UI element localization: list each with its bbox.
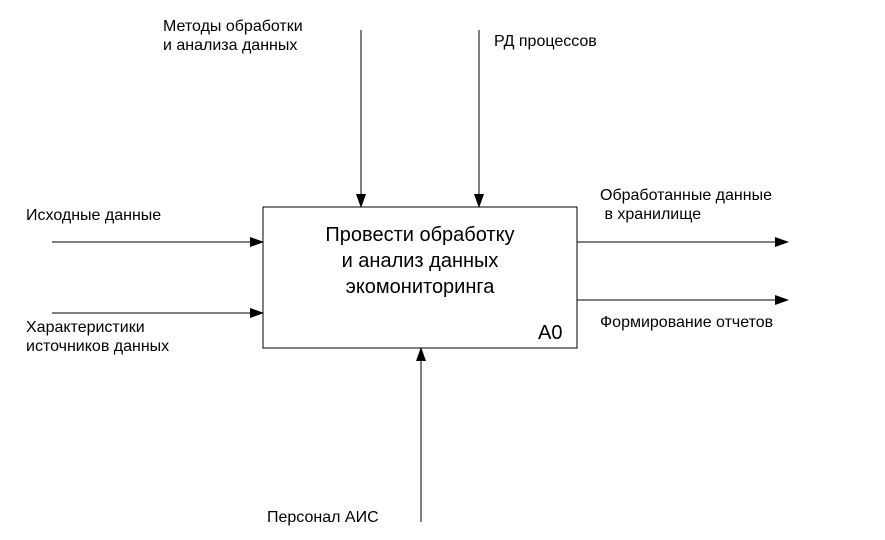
output-label-processed-data: Обработанные данные в хранилище	[600, 187, 772, 223]
control-label-rd: РД процессов	[494, 33, 597, 50]
function-box[interactable]	[262, 206, 578, 349]
input-label-source-data: Исходные данные	[26, 207, 162, 224]
output-label-reports: Формирование отчетов	[600, 314, 774, 331]
input-label-characteristics: Характеристики источников данных	[26, 319, 170, 355]
control-label-methods: Методы обработки и анализа данных	[163, 18, 303, 54]
function-id: A0	[538, 322, 563, 344]
function-title: Провести обработку и анализ данных экомо…	[325, 224, 515, 298]
mechanism-label-personnel: Персонал АИС	[267, 509, 379, 526]
